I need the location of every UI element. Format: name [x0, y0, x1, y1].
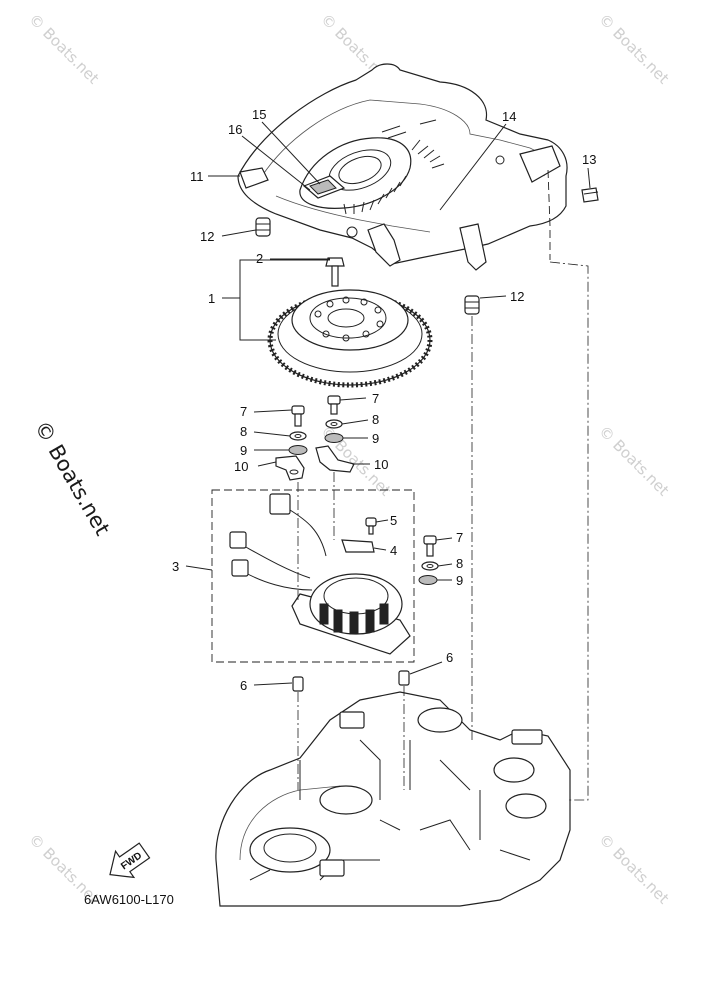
watermark-tile: © Boats.net	[595, 422, 673, 500]
callouts: 1 2 3 4 5 6 6 7 7 7 8 8 8 9 9 9 10 10 11…	[172, 107, 596, 693]
callout-1: 1	[208, 291, 215, 306]
washer-9-right	[324, 433, 344, 443]
callout-9-stator: 9	[456, 573, 463, 588]
callout-7-left: 7	[240, 404, 247, 419]
watermark-tile: © Boats.net	[25, 10, 103, 88]
callout-8-stator: 8	[456, 556, 463, 571]
washer-9-left	[288, 445, 308, 455]
callout-10-left: 10	[234, 459, 248, 474]
callout-7-stator: 7	[456, 530, 463, 545]
callout-13: 13	[582, 152, 596, 167]
stator-lead-wires	[229, 493, 327, 591]
callout-15: 15	[252, 107, 266, 122]
callout-9-left: 9	[240, 443, 247, 458]
watermark-tile: © Boats.net	[595, 830, 673, 908]
callout-6-right: 6	[446, 650, 453, 665]
washer-8-left	[289, 431, 307, 441]
pulser-coil-4	[341, 539, 375, 553]
callout-16: 16	[228, 122, 242, 137]
callout-11: 11	[190, 169, 204, 184]
engine-block	[215, 691, 571, 907]
washer-8-stator	[421, 561, 439, 571]
dowel-6-right	[398, 670, 410, 686]
callout-8-right: 8	[372, 412, 379, 427]
alignment-lines	[297, 261, 589, 801]
callout-3: 3	[172, 559, 179, 574]
holder-10-left	[275, 455, 305, 481]
bolt-7-right	[327, 395, 341, 415]
watermark-tile: © Boats.net	[595, 10, 673, 88]
callout-12-right: 12	[510, 289, 524, 304]
bolt-7-left	[291, 405, 305, 427]
callout-6-left: 6	[240, 678, 247, 693]
flywheel-nut-2	[325, 257, 345, 287]
flywheel-magneto	[267, 289, 433, 388]
callout-9-right: 9	[372, 431, 379, 446]
grommet-12-left	[255, 217, 271, 237]
callout-2: 2	[256, 251, 263, 266]
callout-12-left: 12	[200, 229, 214, 244]
holder-10-right	[315, 445, 355, 473]
callout-8-left: 8	[240, 424, 247, 439]
callout-7-right: 7	[372, 391, 379, 406]
washer-8-right	[325, 419, 343, 429]
callout-5: 5	[390, 513, 397, 528]
bolt-7-stator	[423, 535, 437, 557]
callout-4: 4	[390, 543, 397, 558]
screw-5	[365, 517, 377, 535]
flywheel-cover-assembly	[237, 63, 568, 271]
side-watermark: © Boats.net	[30, 417, 115, 540]
callout-14: 14	[502, 109, 516, 124]
grommet-12-right	[464, 295, 480, 315]
callout-10-right: 10	[374, 457, 388, 472]
diagram-code: 6AW6100-L170	[84, 892, 174, 907]
fwd-arrow-icon: FWD	[109, 842, 151, 879]
stator-coil	[291, 573, 411, 655]
washer-9-stator	[418, 575, 438, 585]
dowel-6-left	[292, 676, 304, 692]
stator-assembly-box	[211, 489, 415, 663]
leader-lines	[185, 121, 591, 686]
clip-13	[581, 187, 599, 203]
